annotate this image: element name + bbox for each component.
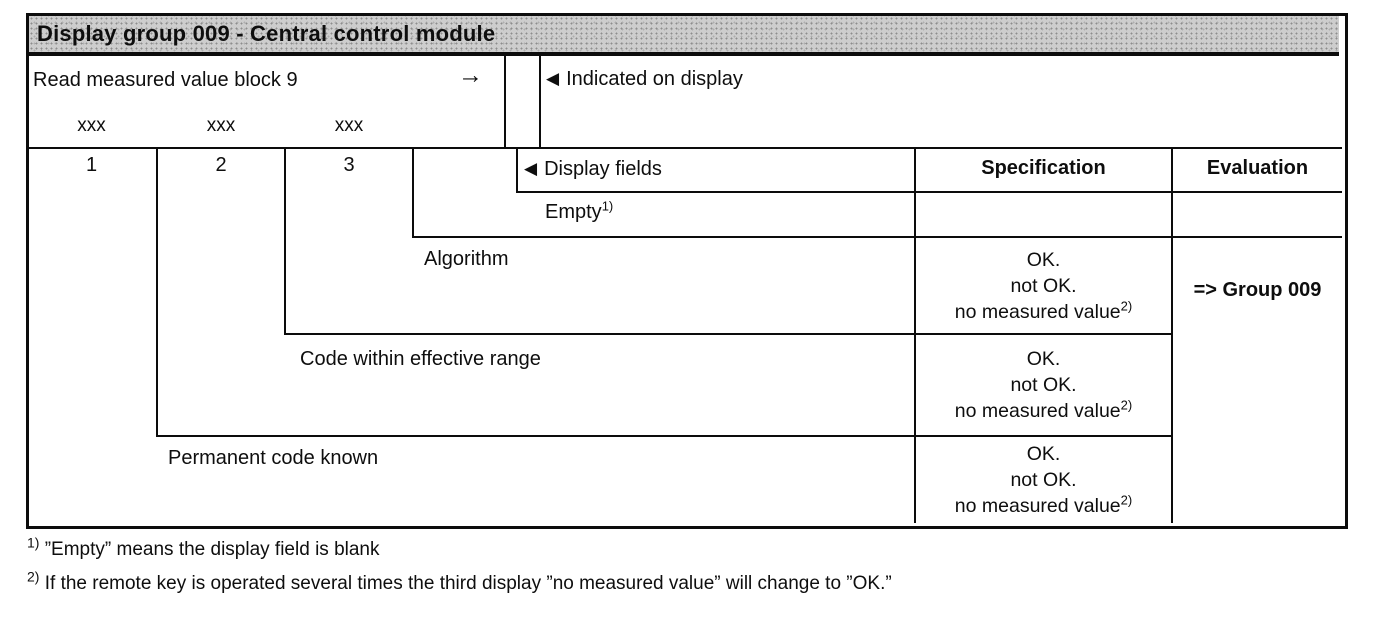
divider-line bbox=[156, 435, 1173, 437]
divider-line bbox=[516, 148, 518, 193]
field-number-3: 3 bbox=[343, 154, 355, 176]
spec-cell-algorithm: OK. not OK. no measured value2) bbox=[916, 238, 1171, 333]
specification-column-line bbox=[914, 148, 916, 523]
row-label-permanent-code: Permanent code known bbox=[168, 447, 379, 469]
evaluation-value: => Group 009 bbox=[1193, 279, 1322, 301]
read-block-label: Read measured value block 9 bbox=[33, 69, 298, 91]
spec-line: not OK. bbox=[1010, 374, 1077, 396]
display-value-placeholder-1: xxx bbox=[77, 115, 106, 136]
row-label-empty: Empty1) bbox=[545, 198, 614, 223]
field-number-1: 1 bbox=[85, 154, 98, 176]
spec-line: OK. bbox=[1026, 348, 1061, 370]
footnote-marker: 2) bbox=[1120, 492, 1133, 508]
display-value-placeholder-2: xxx bbox=[206, 115, 236, 136]
spec-line: OK. bbox=[1026, 443, 1061, 465]
spec-line: no measured value2) bbox=[954, 492, 1133, 518]
divider-line bbox=[516, 191, 1342, 193]
footnote-marker: 1) bbox=[27, 534, 40, 551]
evaluation-column-line bbox=[1171, 148, 1173, 523]
field-number-2: 2 bbox=[215, 154, 227, 176]
header-bar: Display group 009 - Central control modu… bbox=[29, 16, 1339, 56]
spec-line: not OK. bbox=[1010, 274, 1077, 297]
footnote-1: 1) ”Empty” means the display field is bl… bbox=[27, 534, 380, 560]
divider-line bbox=[26, 147, 1342, 149]
divider-line bbox=[504, 55, 506, 149]
page-title: Display group 009 - Central control modu… bbox=[37, 21, 496, 46]
footnote-2: 2) If the remote key is operated several… bbox=[27, 568, 892, 594]
bracket-line-field-3 bbox=[412, 148, 414, 238]
divider-line bbox=[412, 236, 1342, 238]
divider-line bbox=[284, 333, 1173, 335]
bracket-line-field-2 bbox=[284, 148, 286, 335]
spec-cell-permanent-code: OK. not OK. no measured value2) bbox=[916, 437, 1171, 523]
table-frame bbox=[26, 13, 1348, 529]
row-label-algorithm: Algorithm bbox=[424, 248, 509, 270]
left-triangle-icon: ◀ bbox=[524, 159, 538, 178]
specification-header: Specification bbox=[981, 157, 1106, 179]
footnote-marker: 1) bbox=[601, 198, 614, 214]
footnote-marker: 2) bbox=[27, 568, 40, 585]
left-triangle-icon: ◀ bbox=[546, 69, 560, 88]
bracket-line-field-1 bbox=[156, 148, 158, 437]
spec-line: no measured value2) bbox=[954, 298, 1133, 323]
display-value-placeholder-3: xxx bbox=[334, 115, 364, 136]
evaluation-header: Evaluation bbox=[1206, 157, 1309, 179]
indicated-on-display-label: ◀Indicated on display bbox=[546, 68, 743, 90]
spec-line: not OK. bbox=[1010, 469, 1077, 491]
spec-line: no measured value2) bbox=[954, 397, 1133, 423]
spec-cell-code-range: OK. not OK. no measured value2) bbox=[916, 335, 1171, 435]
arrow-right-icon: → bbox=[458, 61, 483, 89]
display-fields-header: ◀Display fields bbox=[524, 158, 662, 180]
row-label-code-range: Code within effective range bbox=[300, 348, 541, 370]
footnote-marker: 2) bbox=[1120, 298, 1133, 313]
divider-line bbox=[539, 55, 541, 149]
spec-line: OK. bbox=[1026, 248, 1061, 271]
footnote-marker: 2) bbox=[1120, 397, 1133, 413]
